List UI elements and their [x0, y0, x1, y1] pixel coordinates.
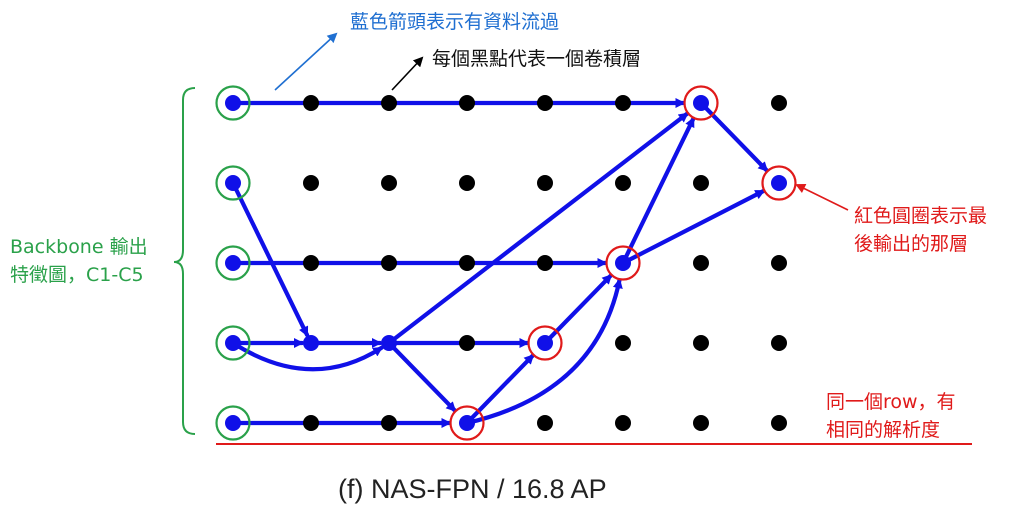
- conv-layer-dot: [381, 255, 397, 271]
- backbone-label-line1: Backbone 輸出: [10, 236, 148, 258]
- final-output-ring: [527, 325, 563, 361]
- row-resolution-label-line1: 同一個row，有: [826, 391, 956, 413]
- red-circle-label-line2: 後輸出的那層: [854, 233, 969, 255]
- active-conv-layer-dot: [771, 175, 787, 191]
- conv-layer-dot: [537, 175, 553, 191]
- row-resolution-label-line2: 相同的解析度: [826, 419, 941, 441]
- conv-layer-dot: [615, 335, 631, 351]
- active-conv-layer-dot: [225, 335, 241, 351]
- backbone-label: Backbone 輸出 特徵圖，C1-C5: [10, 233, 148, 289]
- final-output-ring: [761, 165, 797, 201]
- flow-arrow: [230, 340, 384, 372]
- active-conv-layer-dot: [693, 95, 709, 111]
- conv-layer-dot: [537, 95, 553, 111]
- active-conv-layer-dot: [615, 255, 631, 271]
- black-dot-label: 每個黑點代表一個卷積層: [432, 48, 642, 70]
- conv-layer-dot: [303, 95, 319, 111]
- flow-arrow: [620, 116, 696, 266]
- conv-layer-dot: [459, 95, 475, 111]
- conv-layer-dot: [615, 415, 631, 431]
- backbone-label-line2: 特徵圖，C1-C5: [10, 264, 144, 286]
- conv-layer-dot: [693, 415, 709, 431]
- blue-arrow-pointer: [274, 32, 338, 91]
- active-conv-layer-dot: [225, 415, 241, 431]
- backbone-output-ring: [215, 85, 251, 121]
- flow-arrow: [230, 180, 310, 338]
- backbone-output-ring: [215, 405, 251, 441]
- backbone-output-ring: [215, 245, 251, 281]
- conv-layer-dot: [303, 415, 319, 431]
- conv-layer-dot: [303, 255, 319, 271]
- red-circle-label: 紅色圓圈表示最 後輸出的那層: [854, 202, 987, 258]
- conv-layer-dot: [303, 175, 319, 191]
- conv-layer-dot: [537, 415, 553, 431]
- flow-arrow: [464, 278, 623, 426]
- conv-layer-dot: [615, 175, 631, 191]
- conv-layer-dot: [381, 175, 397, 191]
- conv-layer-dot: [693, 255, 709, 271]
- flow-arrow: [698, 100, 769, 173]
- final-output-ring: [683, 85, 719, 121]
- final-output-ring: [605, 245, 641, 281]
- conv-layer-grid: [225, 95, 787, 431]
- conv-layer-dot: [537, 255, 553, 271]
- backbone-output-ring: [215, 165, 251, 201]
- black-dot-pointer: [391, 56, 424, 91]
- backbone-output-ring: [215, 325, 251, 361]
- conv-layer-dot: [693, 335, 709, 351]
- conv-layer-dot: [771, 95, 787, 111]
- figure-caption: (f) NAS-FPN / 16.8 AP: [338, 474, 607, 504]
- backbone-brace: [173, 87, 196, 435]
- conv-layer-dot: [615, 95, 631, 111]
- active-conv-layer-dot: [225, 95, 241, 111]
- conv-layer-dot: [459, 175, 475, 191]
- conv-layer-dot: [459, 335, 475, 351]
- active-conv-layer-dot: [459, 415, 475, 431]
- conv-layer-dot: [693, 175, 709, 191]
- conv-layer-dot: [771, 415, 787, 431]
- conv-layer-dot: [381, 95, 397, 111]
- red-circle-label-line1: 紅色圓圈表示最: [854, 205, 988, 227]
- active-conv-layer-dot: [225, 255, 241, 271]
- conv-layer-dot: [459, 255, 475, 271]
- red-circle-pointer: [795, 184, 849, 211]
- active-conv-layer-dot: [303, 335, 319, 351]
- node-rings: [215, 85, 797, 441]
- conv-layer-dot: [381, 415, 397, 431]
- conv-layer-dot: [771, 335, 787, 351]
- row-resolution-label: 同一個row，有 相同的解析度: [826, 388, 956, 444]
- flow-arrow: [386, 111, 690, 346]
- final-output-ring: [449, 405, 485, 441]
- active-conv-layer-dot: [381, 335, 397, 351]
- active-conv-layer-dot: [537, 335, 553, 351]
- conv-layer-dot: [771, 255, 787, 271]
- flow-arrow: [620, 188, 766, 266]
- blue-arrow-label: 藍色箭頭表示有資料流過: [350, 11, 560, 33]
- active-conv-layer-dot: [225, 175, 241, 191]
- flow-arrow: [386, 340, 457, 413]
